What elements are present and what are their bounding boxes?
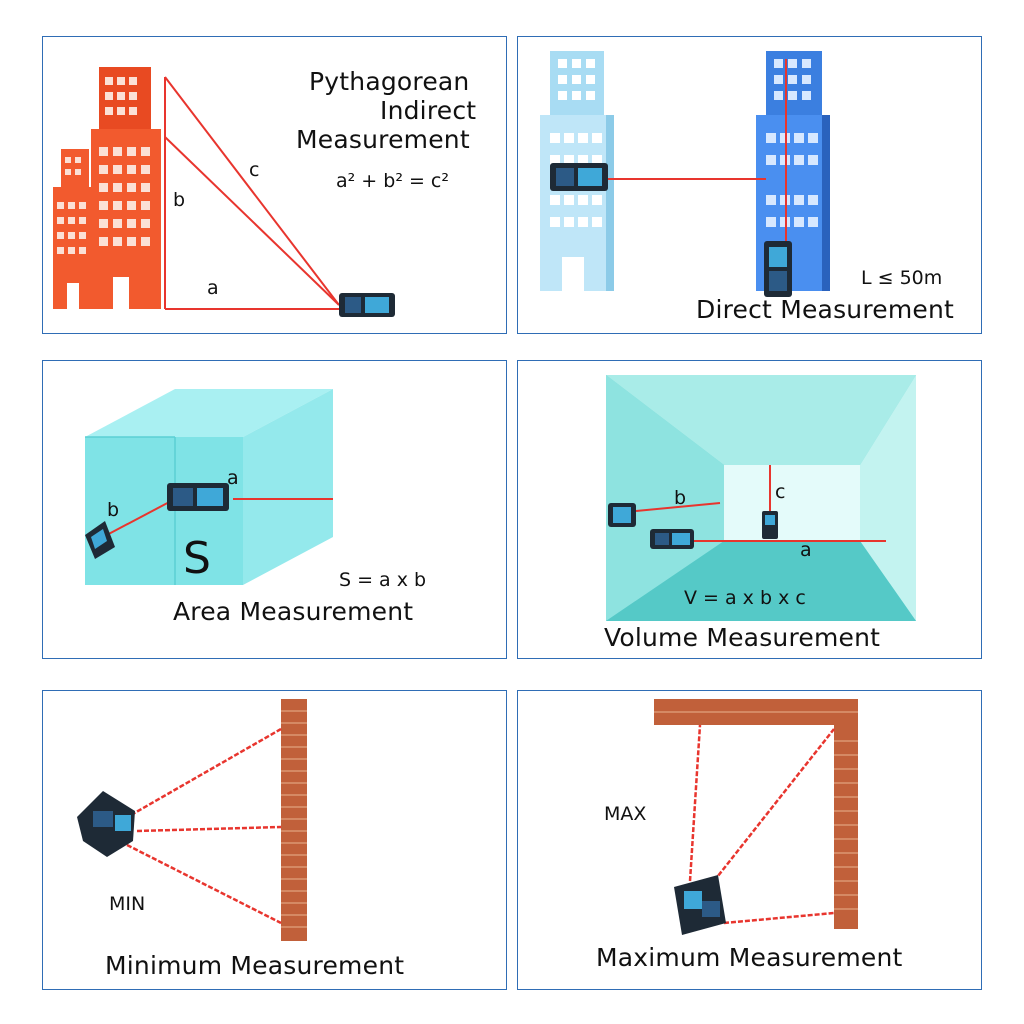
laser-meter-device <box>339 293 395 317</box>
laser-lines <box>608 59 787 245</box>
laser-meter-b <box>608 503 636 527</box>
min-label: MIN <box>109 893 146 915</box>
volume-illustration <box>606 375 916 621</box>
minimum-illustration <box>77 699 307 941</box>
label-b: b <box>107 499 120 521</box>
orange-buildings <box>53 67 161 309</box>
label-c: c <box>249 159 260 181</box>
blue-building <box>756 51 830 291</box>
label-a: a <box>800 539 812 561</box>
volume-title: Volume Measurement <box>604 623 881 652</box>
label-b: b <box>173 189 186 211</box>
panel-direct: L ≤ 50m Direct Measurement <box>517 36 982 334</box>
direct-range: L ≤ 50m <box>861 267 943 289</box>
pythagorean-illustration <box>53 67 395 317</box>
laser-meter-c <box>762 511 778 539</box>
laser-meter-b <box>85 521 115 559</box>
label-b: b <box>674 487 687 509</box>
laser-meter-a <box>167 483 229 511</box>
light-building <box>540 51 614 291</box>
panel-maximum: MAX Maximum Measurement <box>517 690 982 990</box>
area-title: Area Measurement <box>173 597 414 626</box>
label-c: c <box>775 481 786 503</box>
laser-meter-a <box>650 529 694 549</box>
pythagorean-title-line3: Measurement <box>296 125 470 154</box>
maximum-illustration <box>654 699 858 935</box>
area-formula: S = a x b <box>339 569 427 591</box>
area-symbol: S <box>183 533 211 584</box>
cyan-box <box>85 389 333 585</box>
label-a: a <box>227 467 239 489</box>
laser-lines <box>126 727 282 925</box>
panel-minimum: MIN Minimum Measurement <box>42 690 507 990</box>
brick-wall <box>281 699 307 941</box>
label-a: a <box>207 277 219 299</box>
laser-meter-vertical <box>764 241 792 297</box>
panel-volume: a b c V = a x b x c Volume Measurement <box>517 360 982 659</box>
laser-triangle <box>164 76 340 310</box>
direct-title: Direct Measurement <box>696 295 955 324</box>
max-label: MAX <box>604 803 647 825</box>
laser-meter-fan <box>674 875 726 935</box>
pythagorean-formula: a² + b² = c² <box>336 170 449 192</box>
pythagorean-title-line1: Pythagorean <box>309 67 470 96</box>
maximum-title: Maximum Measurement <box>596 943 903 972</box>
brick-wall <box>654 699 858 929</box>
laser-meter-horizontal <box>550 163 608 191</box>
direct-illustration <box>540 51 830 297</box>
area-illustration <box>85 389 333 585</box>
pythagorean-title-line2: Indirect <box>380 96 477 125</box>
panel-pythagorean: Pythagorean Indirect Measurement a² + b²… <box>42 36 507 334</box>
laser-lines <box>688 724 835 925</box>
panel-area: a b S S = a x b Area Measurement <box>42 360 507 659</box>
minimum-title: Minimum Measurement <box>105 951 405 980</box>
room <box>606 375 916 621</box>
laser-lines <box>102 498 333 538</box>
laser-lines <box>635 465 886 542</box>
volume-formula: V = a x b x c <box>684 587 806 609</box>
laser-meter-fan <box>77 791 135 857</box>
